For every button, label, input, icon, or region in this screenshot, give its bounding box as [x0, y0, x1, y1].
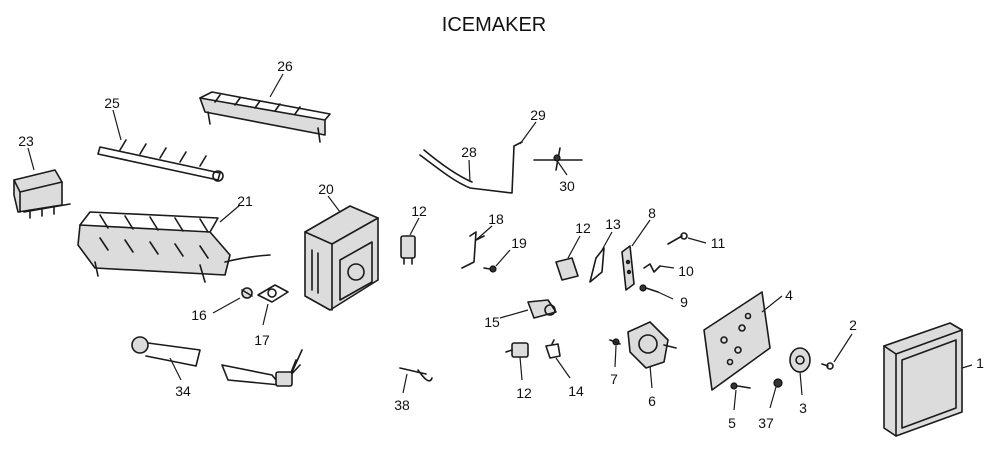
part-12-connector-a: [400, 235, 416, 265]
label-17: 17: [254, 332, 270, 348]
leader-5: [733, 389, 737, 411]
leader-10: [659, 265, 675, 269]
part-10-spring: [643, 263, 661, 273]
leader-23: [27, 147, 35, 171]
part-30-clip: [533, 147, 583, 171]
part-17-cam: [257, 284, 289, 303]
label-21: 21: [237, 193, 253, 209]
label-5: 5: [728, 415, 736, 431]
label-4: 4: [785, 287, 793, 303]
leader-12b: [567, 235, 581, 259]
part-12-connector-c: [505, 342, 529, 358]
leader-21: [219, 204, 241, 223]
label-10: 10: [678, 263, 694, 279]
part-9-screw: [639, 284, 659, 293]
label-18: 18: [488, 211, 504, 227]
part-13-spring: [589, 247, 605, 283]
label-25: 25: [104, 95, 120, 111]
label-3: 3: [799, 400, 807, 416]
label-12c: 12: [516, 385, 532, 401]
diagram-title: ICEMAKER: [442, 14, 546, 36]
leader-28: [468, 159, 471, 183]
part-25-ejector: [97, 139, 224, 182]
part-15-thermostat: [527, 299, 557, 319]
part-18-arm: [461, 231, 485, 269]
leader-17: [262, 303, 269, 326]
leader-19: [495, 249, 511, 267]
part-23-fill-cup: [13, 169, 71, 219]
label-15: 15: [484, 314, 500, 330]
part-38-wire: [399, 367, 433, 382]
leader-8: [631, 219, 651, 247]
part-37-washer: [773, 378, 783, 388]
leader-30: [557, 161, 568, 176]
label-12a: 12: [411, 203, 427, 219]
part-7-screw: [609, 338, 621, 346]
part-11-screw: [667, 232, 688, 245]
label-1: 1: [976, 355, 984, 371]
part-6-motor: [627, 321, 677, 369]
leader-26: [269, 73, 284, 98]
leader-11: [687, 237, 707, 244]
leader-14: [555, 357, 571, 379]
leader-18: [475, 225, 493, 241]
label-38: 38: [394, 397, 410, 413]
label-12b: 12: [575, 220, 591, 236]
label-11: 11: [711, 235, 726, 251]
part-16-bearing: [241, 287, 253, 299]
part-2-screw: [821, 362, 834, 370]
leader-20: [327, 195, 341, 213]
leader-3: [799, 371, 803, 396]
leader-4: [761, 295, 783, 313]
label-34: 34: [175, 383, 191, 399]
leader-29: [519, 121, 537, 145]
part-14-clip: [545, 339, 561, 359]
leader-12a: [409, 217, 420, 236]
part-1-cover: [883, 322, 963, 437]
part-12-connector-b: [555, 257, 579, 281]
leader-15: [499, 309, 529, 319]
label-19: 19: [511, 235, 527, 251]
label-8: 8: [648, 205, 656, 221]
part-34-harness: [131, 336, 303, 387]
part-8-bracket: [621, 245, 635, 291]
label-28: 28: [461, 144, 477, 160]
label-2: 2: [849, 317, 857, 333]
label-16: 16: [191, 307, 207, 323]
part-3-gear: [789, 347, 811, 373]
label-7: 7: [610, 371, 618, 387]
label-30: 30: [559, 178, 575, 194]
label-26: 26: [277, 58, 293, 74]
label-13: 13: [605, 216, 621, 232]
leader-12c: [519, 356, 523, 381]
leader-6: [649, 365, 653, 389]
leader-2: [833, 333, 853, 363]
label-37: 37: [758, 415, 774, 431]
part-5-screw: [730, 382, 751, 390]
part-26-stripper: [199, 91, 331, 143]
leader-13: [601, 231, 613, 251]
label-14: 14: [568, 383, 584, 399]
label-29: 29: [530, 107, 546, 123]
leader-25: [112, 109, 122, 141]
part-19-screw: [483, 265, 497, 273]
label-20: 20: [318, 181, 334, 197]
part-4-plate: [703, 291, 771, 391]
part-21-mold: [77, 211, 271, 283]
label-9: 9: [680, 294, 688, 310]
label-23: 23: [18, 133, 34, 149]
leader-38: [402, 373, 408, 394]
part-28-bail-arm: [419, 141, 523, 194]
leader-37: [769, 386, 777, 409]
leader-16: [212, 297, 241, 314]
label-6: 6: [648, 393, 656, 409]
leader-7: [614, 345, 617, 368]
leader-9: [657, 291, 674, 300]
part-20-housing: [304, 205, 379, 311]
leader-34: [169, 357, 182, 381]
leader-1: [961, 364, 973, 369]
